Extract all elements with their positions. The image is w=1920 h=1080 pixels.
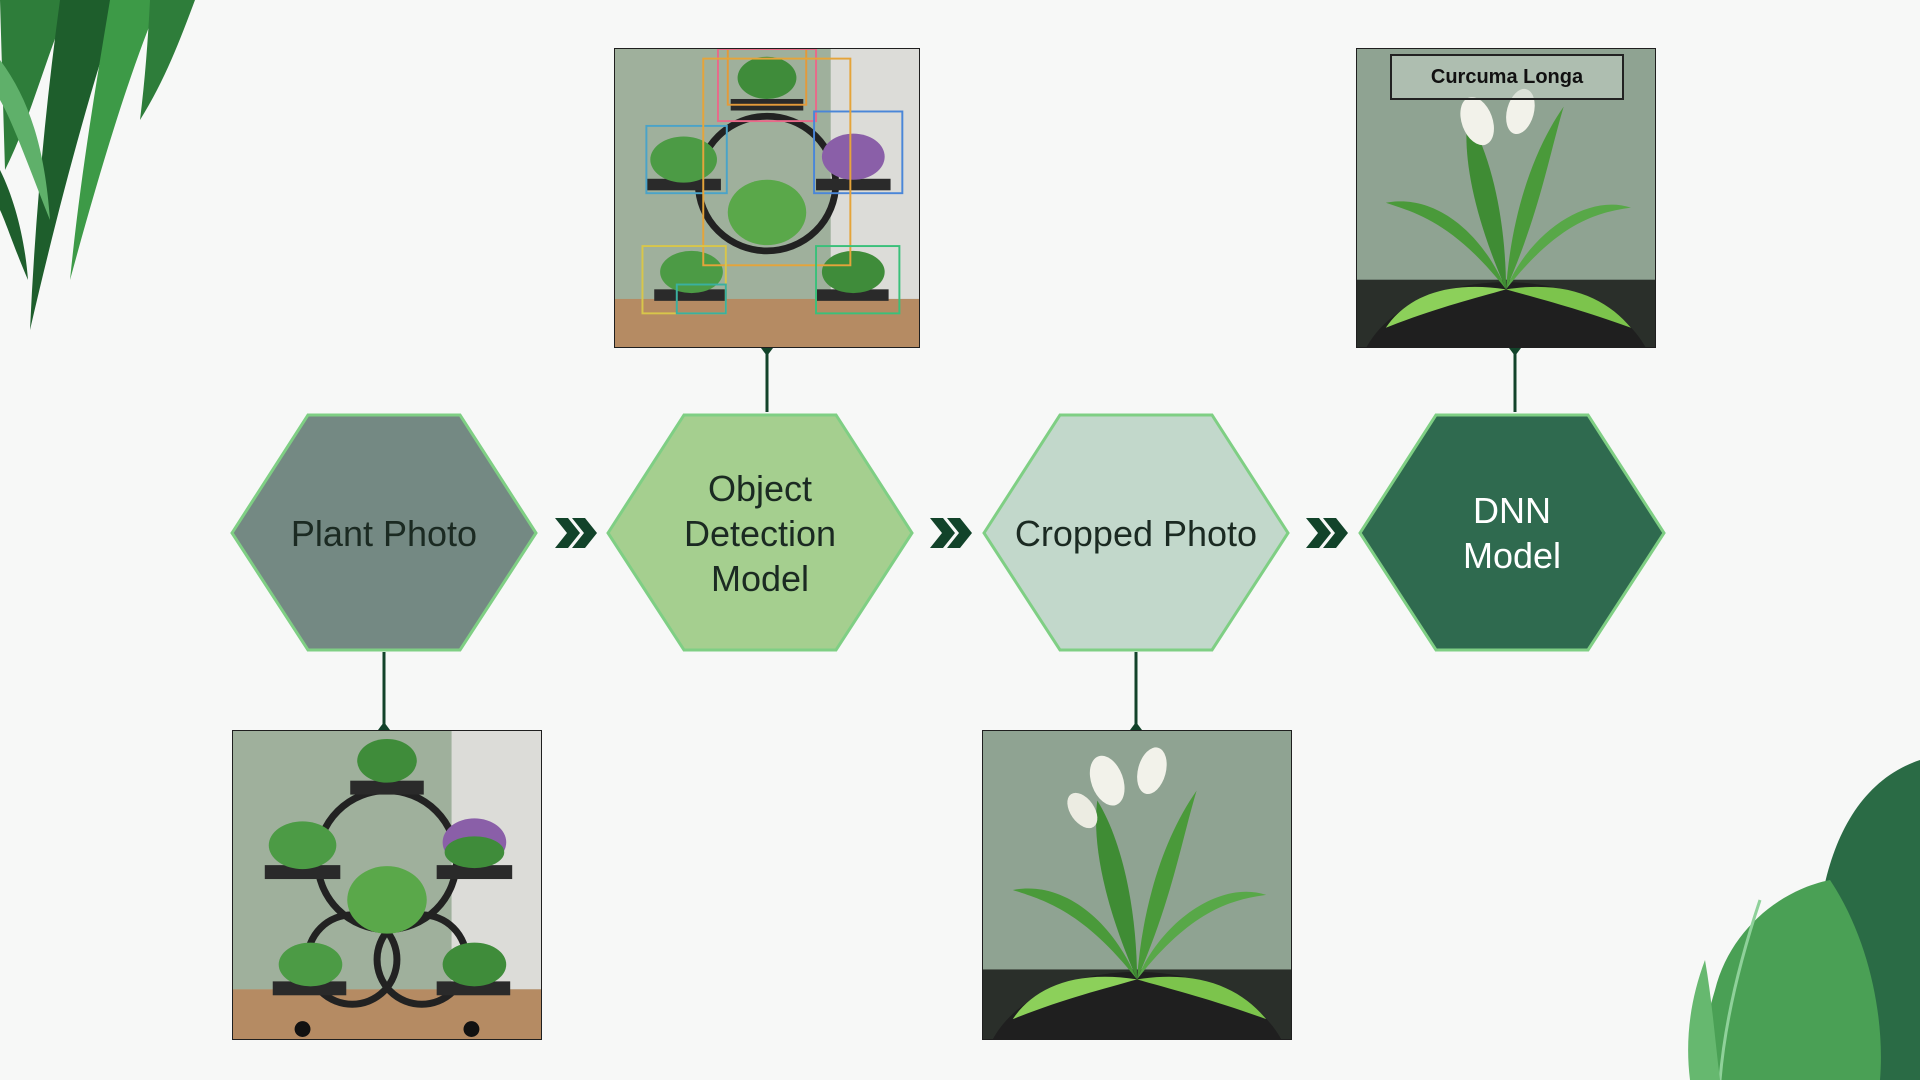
plant-stand-photo [233,731,541,1039]
classification-result-label: Curcuma Longa [1390,54,1624,100]
detection-output-image [614,48,920,348]
tropical-leaves-icon [1688,760,1920,1080]
step-label-dnn-model: DNN Model [1462,490,1562,576]
chevron-arrow-icon [930,518,972,548]
peace-lily-photo [983,731,1291,1039]
plant-photo-image [232,730,542,1040]
hexagon-cropped-photo [982,413,1290,652]
detection-boxes-photo [615,49,919,347]
cropped-photo-image [982,730,1292,1040]
hexagon-plant-photo [230,413,538,652]
palm-leaves-icon [0,0,195,330]
hexagon-dnn-model [1358,413,1666,652]
step-label-object-detection: Object Detection Model [683,467,837,599]
chevron-arrow-icon [1306,518,1348,548]
chevron-arrow-icon [555,518,597,548]
step-label-plant-photo: Plant Photo [290,512,478,554]
hexagon-object-detection [606,413,914,652]
step-label-cropped-photo: Cropped Photo [1014,512,1258,554]
